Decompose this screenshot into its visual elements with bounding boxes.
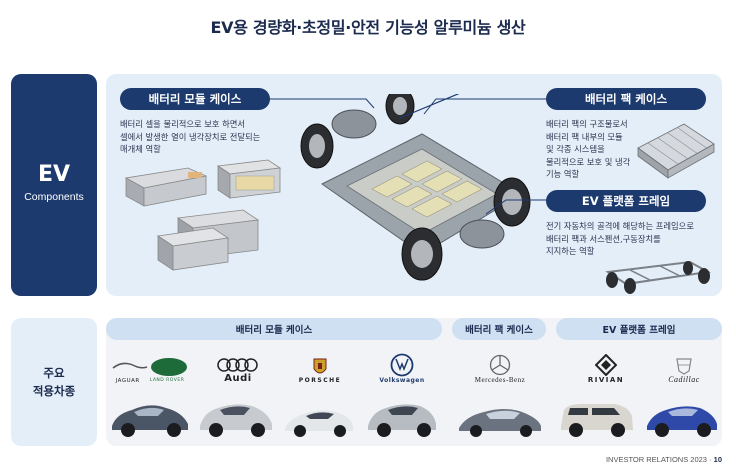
page-number: 10 [713,455,722,464]
category-pack-pill: 배터리 팩 케이스 [452,318,546,340]
rivian-wordmark: RIVIAN [587,376,625,384]
car-porsche-taycan [285,410,353,437]
connector-lines [270,98,546,215]
page-title: EV용 경량화·초정밀·안전 기능성 알루미늄 생산 [210,18,526,37]
porsche-logo: PORSCHE [288,348,352,384]
car-rivian-r1s [561,404,633,437]
vw-emblem-icon [390,353,414,377]
jaguar-landrover-emblem [112,358,187,376]
audi-wordmark: Audi [224,373,252,384]
pack-case-image [637,123,715,179]
volkswagen-wordmark: Volkswagen [379,377,425,384]
car-cadillac-lyriq [647,406,717,437]
porsche-wordmark: PORSCHE [298,377,342,384]
ev-label-main: EV [37,162,71,187]
platform-frame-desc: 전기 자동차의 골격에 해당하는 프레임으로 배터리 팩과 서스펜션,구동장치를… [546,221,694,256]
ev-chassis-image [300,94,531,281]
ev-components-label: EV Components [11,74,97,296]
module-case-image-1 [124,167,208,207]
models-label: 주요 적용차종 [11,318,97,446]
ev-components-panel: 배터리 모듈 케이스 배터리 셀을 물리적으로 보호 하면서 셀에서 발생한 열… [106,74,722,296]
car-jaguar-ipace [112,405,188,437]
landrover-wordmark: LAND ROVER [149,378,185,383]
cadillac-crest-icon [676,358,692,375]
module-case-image-3 [156,209,260,271]
jaguar-wordmark: JAGUAR [115,378,140,384]
audi-rings-icon [217,358,258,372]
volkswagen-logo: Volkswagen [372,348,432,384]
car-vw-id4 [368,404,436,437]
module-case-desc: 배터리 셀을 물리적으로 보호 하면서 셀에서 발생한 열이 냉각장치로 전달되… [120,119,261,154]
cadillac-wordmark: Cadillac [668,375,700,384]
cadillac-logo: Cadillac [656,348,712,384]
platform-frame-pill: EV 플랫폼 프레임 [546,190,706,212]
footer: INVESTOR RELATIONS 2023 · 10 [605,455,722,464]
rivian-logo: RIVIAN [578,348,634,384]
mercedes-star-icon [489,354,511,376]
car-mercedes-eqs [459,409,541,437]
car-audi-qetron [200,404,272,437]
ev-label-sub: Components [24,191,84,203]
jaguar-landrover-logo: JAGUAR LAND ROVER [110,348,190,384]
module-case-images [124,159,282,271]
category-platform-pill: EV 플랫폼 프레임 [556,318,722,340]
mercedes-wordmark: Mercedes-Benz [474,376,526,384]
module-case-image-2 [216,159,282,199]
rivian-emblem-icon [595,354,617,376]
module-case-pill: 배터리 모듈 케이스 [120,88,270,110]
platform-frame-image [605,260,712,294]
mercedes-logo: Mercedes-Benz [460,348,540,384]
category-module-pill: 배터리 모듈 케이스 [106,318,442,340]
porsche-crest-icon [313,358,327,374]
audi-logo: Audi [210,348,266,384]
pack-case-desc: 배터리 팩의 구조물로서 배터리 팩 내부의 모듈 및 각종 시스템을 물리적으… [546,119,631,179]
pack-case-pill: 배터리 팩 케이스 [546,88,706,110]
